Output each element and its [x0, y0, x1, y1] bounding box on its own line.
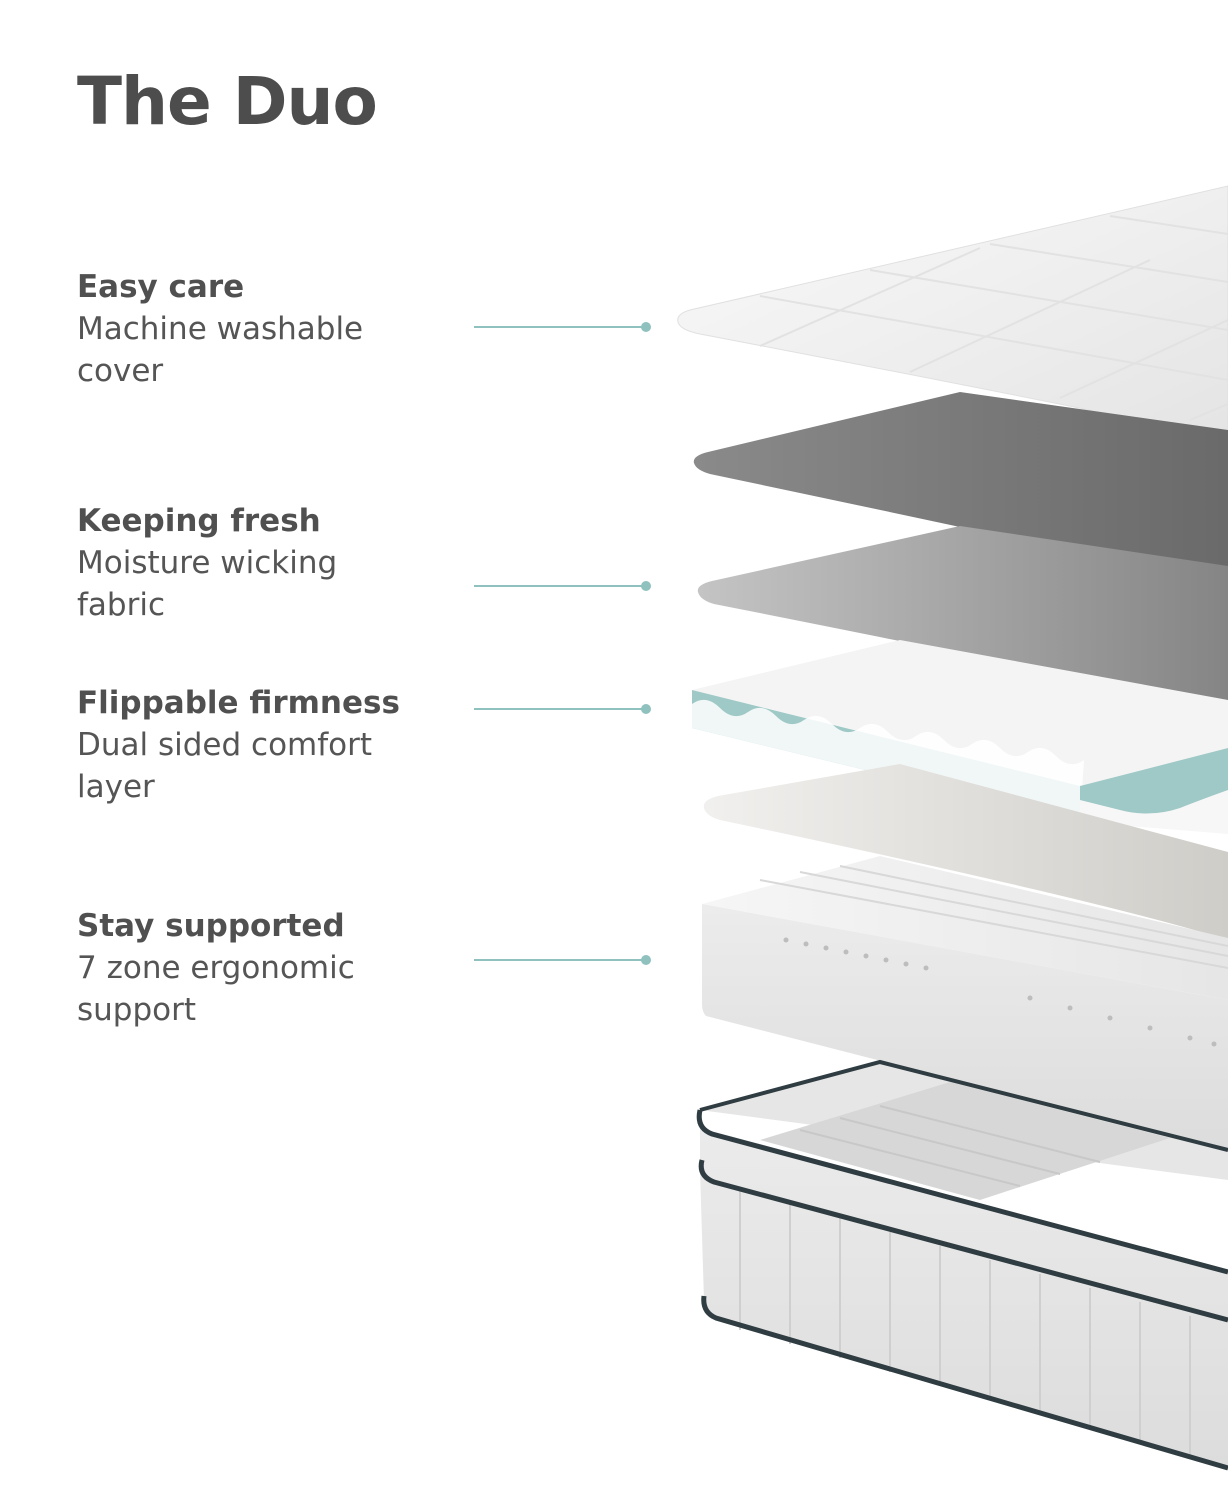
layer-grey-fabric [697, 526, 1228, 712]
callout-line-easy-care [474, 321, 654, 333]
callout-line-keeping-fresh [474, 580, 654, 592]
feature-stay-supported: Stay supported 7 zone ergonomic support [77, 905, 467, 1031]
feature-description: Machine washable cover [77, 311, 364, 389]
layer-felt [703, 764, 1228, 940]
layer-spring-base [696, 1059, 1228, 1471]
callout-line [474, 959, 644, 961]
layer-zoned-foam [702, 856, 1228, 1150]
feature-flippable-firmness: Flippable firmness Dual sided comfort la… [77, 682, 467, 808]
feature-heading: Easy care [77, 269, 245, 305]
callout-dot [641, 581, 651, 591]
callout-line [474, 708, 644, 710]
layer-dark-fabric [693, 392, 1228, 586]
callout-line [474, 326, 644, 328]
feature-keeping-fresh: Keeping fresh Moisture wicking fabric [77, 500, 467, 626]
callout-dot [641, 955, 651, 965]
callout-line-flippable-firmness [474, 703, 654, 715]
page-title: The Duo [77, 63, 378, 140]
callout-line [474, 585, 644, 587]
layer-cover [677, 185, 1228, 441]
feature-heading: Flippable firmness [77, 685, 400, 721]
feature-heading: Stay supported [77, 908, 345, 944]
feature-easy-care: Easy care Machine washable cover [77, 266, 467, 392]
callout-dot [641, 322, 651, 332]
feature-heading: Keeping fresh [77, 503, 321, 539]
feature-description: Moisture wicking fabric [77, 545, 338, 623]
callout-line-stay-supported [474, 954, 654, 966]
callout-dot [641, 704, 651, 714]
feature-description: 7 zone ergonomic support [77, 950, 355, 1028]
feature-description: Dual sided comfort layer [77, 727, 373, 805]
